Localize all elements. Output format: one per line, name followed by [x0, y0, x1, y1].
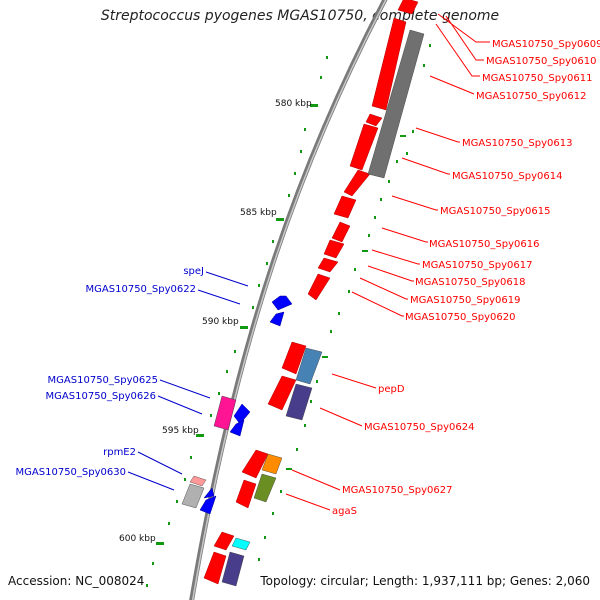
gray-feature[interactable]	[367, 29, 425, 179]
darkslate-feature[interactable]	[221, 551, 245, 587]
forward-cds[interactable]	[235, 479, 257, 509]
forward-cds[interactable]	[323, 239, 345, 259]
gene-label[interactable]: MGAS10750_Spy0616	[429, 239, 539, 250]
orange-feature[interactable]	[261, 453, 283, 475]
genome-backbone-highlight	[191, 0, 387, 600]
gene-label[interactable]: MGAS10750_Spy0626	[46, 391, 156, 402]
forward-cds[interactable]	[365, 113, 383, 127]
kbp-ticks	[146, 56, 328, 587]
gene-label[interactable]: MGAS10750_Spy0611	[482, 73, 592, 84]
accession-label: Accession: NC_008024	[8, 574, 145, 588]
gene-label[interactable]: agaS	[332, 506, 357, 517]
gene-label[interactable]: MGAS10750_Spy0614	[452, 171, 562, 182]
pink-feature[interactable]	[189, 475, 207, 487]
forward-cds[interactable]	[317, 257, 339, 273]
gene-label[interactable]: MGAS10750_Spy0627	[342, 485, 452, 496]
gene-label[interactable]: speJ	[183, 266, 204, 277]
forward-cds[interactable]	[333, 195, 357, 219]
kbp-label: 585 kbp	[240, 208, 277, 218]
forward-cds[interactable]	[343, 169, 371, 197]
cyan-feature[interactable]	[231, 537, 251, 551]
gene-label[interactable]: MGAS10750_Spy0619	[410, 295, 520, 306]
forward-cds[interactable]	[349, 123, 379, 171]
forward-leaders	[285, 13, 490, 511]
kbp-label: 590 kbp	[202, 317, 239, 327]
reverse-cds[interactable]	[269, 311, 285, 327]
reverse-cds[interactable]	[199, 495, 217, 515]
kbp-label: 600 kbp	[119, 534, 156, 544]
gene-label[interactable]: MGAS10750_Spy0618	[415, 277, 525, 288]
forward-cds[interactable]	[213, 531, 235, 551]
gene-label[interactable]: MGAS10750_Spy0622	[86, 284, 196, 295]
forward-cds[interactable]	[371, 17, 407, 111]
kbp-label: 595 kbp	[162, 426, 199, 436]
forward-cds[interactable]	[307, 273, 331, 301]
reverse-cds[interactable]	[203, 487, 215, 499]
gene-label[interactable]: MGAS10750_Spy0615	[440, 206, 550, 217]
gene-label[interactable]: MGAS10750_Spy0612	[476, 91, 586, 102]
gene-label[interactable]: MGAS10750_Spy0630	[16, 467, 126, 478]
forward-labels: MGAS10750_Spy0609 MGAS10750_Spy0610 MGAS…	[332, 39, 600, 517]
darkslate-feature[interactable]	[285, 383, 313, 421]
forward-strand-features	[203, 0, 419, 585]
reverse-cds[interactable]	[271, 295, 293, 311]
forward-cds[interactable]	[397, 0, 419, 15]
forward-cds[interactable]	[281, 341, 307, 375]
reverse-strand-features	[199, 295, 293, 515]
gene-label[interactable]: pepD	[378, 384, 405, 395]
forward-cds[interactable]	[203, 551, 227, 585]
forward-cds[interactable]	[267, 375, 297, 411]
reverse-leaders	[127, 271, 249, 491]
kbp-labels: 580 kbp 585 kbp 590 kbp 595 kbp 600 kbp	[119, 99, 312, 544]
reverse-cds[interactable]	[229, 419, 245, 437]
silver-feature[interactable]	[181, 483, 205, 509]
category-features	[181, 29, 425, 587]
genome-summary: Topology: circular; Length: 1,937,111 bp…	[260, 574, 590, 588]
steelblue-feature[interactable]	[295, 347, 323, 385]
reverse-labels: speJ MGAS10750_Spy0622 MGAS10750_Spy0625…	[16, 266, 204, 478]
genome-backbone	[189, 0, 388, 600]
tick-track	[258, 44, 431, 561]
olive-feature[interactable]	[253, 473, 277, 503]
gene-label[interactable]: MGAS10750_Spy0610	[486, 56, 596, 67]
magenta-feature[interactable]	[213, 395, 237, 431]
forward-cds[interactable]	[331, 221, 351, 243]
forward-cds[interactable]	[241, 449, 269, 479]
gene-label[interactable]: MGAS10750_Spy0625	[48, 375, 158, 386]
gene-label[interactable]: MGAS10750_Spy0613	[462, 138, 572, 149]
gene-label[interactable]: MGAS10750_Spy0620	[405, 312, 515, 323]
gene-label[interactable]: MGAS10750_Spy0609	[492, 39, 600, 50]
gene-label[interactable]: MGAS10750_Spy0624	[364, 422, 474, 433]
gene-label[interactable]: rpmE2	[103, 447, 136, 458]
gene-label[interactable]: MGAS10750_Spy0617	[422, 260, 532, 271]
kbp-label: 580 kbp	[275, 99, 312, 109]
